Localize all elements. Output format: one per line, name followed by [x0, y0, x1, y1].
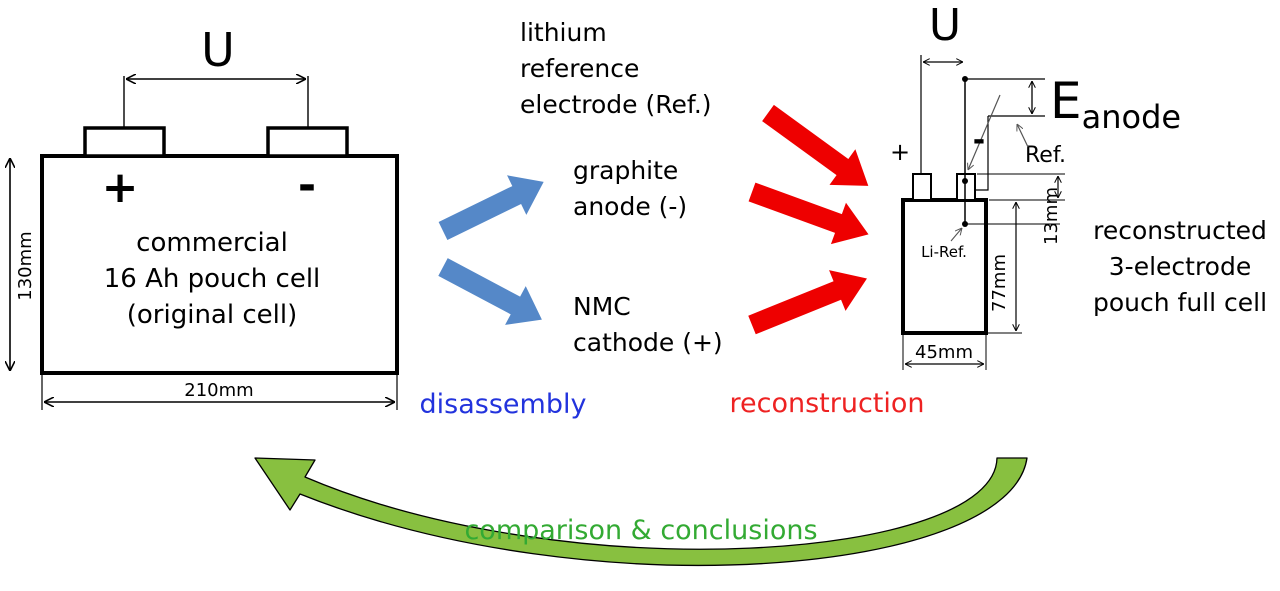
nmc-cathode-label-line2: cathode (+)	[573, 328, 723, 357]
comparison-label: comparison & conclusions	[464, 515, 817, 546]
reconstructed-cell: U Eanode + - Ref. Li-Ref. 13mm 77mm 45mm…	[890, 0, 1267, 370]
red-arrow-from-cathode	[748, 270, 867, 335]
reference-electrode-label-line3: electrode (Ref.)	[520, 90, 712, 119]
reconstructed-plus-sign: +	[890, 138, 910, 166]
original-plus-sign: +	[102, 162, 139, 213]
original-positive-tab	[83, 126, 166, 158]
red-arrow-from-anode	[748, 182, 869, 245]
anode-potential-main: E	[1050, 72, 1082, 130]
component-labels: lithium reference electrode (Ref.) graph…	[520, 18, 723, 357]
disassembly-arrows	[438, 175, 544, 325]
reconstruction-label: reconstruction	[729, 388, 924, 419]
reference-electrode-label-line2: reference	[520, 54, 639, 83]
reconstructed-cell-body	[901, 198, 988, 335]
anode-potential-symbol: Eanode	[1050, 72, 1181, 136]
original-voltage-label: U	[201, 23, 235, 77]
original-negative-tab	[266, 126, 349, 158]
li-ref-callout-line	[950, 228, 962, 242]
original-cell-label-line3: (original cell)	[127, 300, 297, 330]
reconstruction-arrows	[748, 104, 869, 335]
reference-node-mid	[962, 178, 968, 184]
graphite-anode-label-line2: anode (-)	[573, 192, 687, 221]
reconstructed-width-dimension: 45mm	[915, 342, 973, 363]
original-minus-sign: -	[298, 160, 316, 211]
reconstructed-negative-tab	[956, 173, 976, 201]
ref-callout-line	[1017, 124, 1029, 148]
anode-potential-subscript: anode	[1082, 98, 1181, 136]
reconstructed-height-dimension: 77mm	[989, 254, 1010, 312]
blue-arrow-to-cathode	[438, 258, 542, 325]
reconstructed-cell-label-line2: 3-electrode	[1109, 252, 1251, 281]
reconstructed-voltage-label: U	[929, 0, 961, 51]
reconstructed-cell-label-line1: reconstructed	[1093, 216, 1267, 245]
original-cell-label-line2: 16 Ah pouch cell	[104, 264, 321, 294]
original-width-dimension: 210mm	[184, 380, 253, 401]
tab-height-dimension: 13mm	[1041, 187, 1062, 245]
disassembly-label: disassembly	[420, 389, 587, 420]
anode-callout-line	[968, 94, 1001, 170]
original-height-dimension: 130mm	[15, 231, 36, 300]
reference-tab-lead	[975, 116, 989, 191]
reconstructed-cell-label-line3: pouch full cell	[1093, 288, 1267, 317]
original-cell-body	[40, 154, 399, 375]
red-arrow-from-reference	[762, 104, 869, 186]
nmc-cathode-label-line1: NMC	[573, 292, 631, 321]
original-cell: U + - commercial 16 Ah pouch cell (origi…	[10, 23, 399, 410]
graphite-anode-label-line1: graphite	[573, 156, 678, 185]
blue-arrow-to-anode	[438, 175, 544, 240]
comparison-curved-arrow	[254, 457, 1028, 567]
original-cell-label-line1: commercial	[136, 228, 288, 258]
reference-electrode-label-line1: lithium	[520, 18, 607, 47]
reconstructed-positive-tab	[912, 173, 932, 201]
reconstructed-minus-sign: -	[973, 123, 985, 158]
reference-node-cell	[962, 221, 968, 227]
ref-label: Ref.	[1025, 143, 1066, 168]
li-ref-label: Li-Ref.	[921, 243, 967, 261]
